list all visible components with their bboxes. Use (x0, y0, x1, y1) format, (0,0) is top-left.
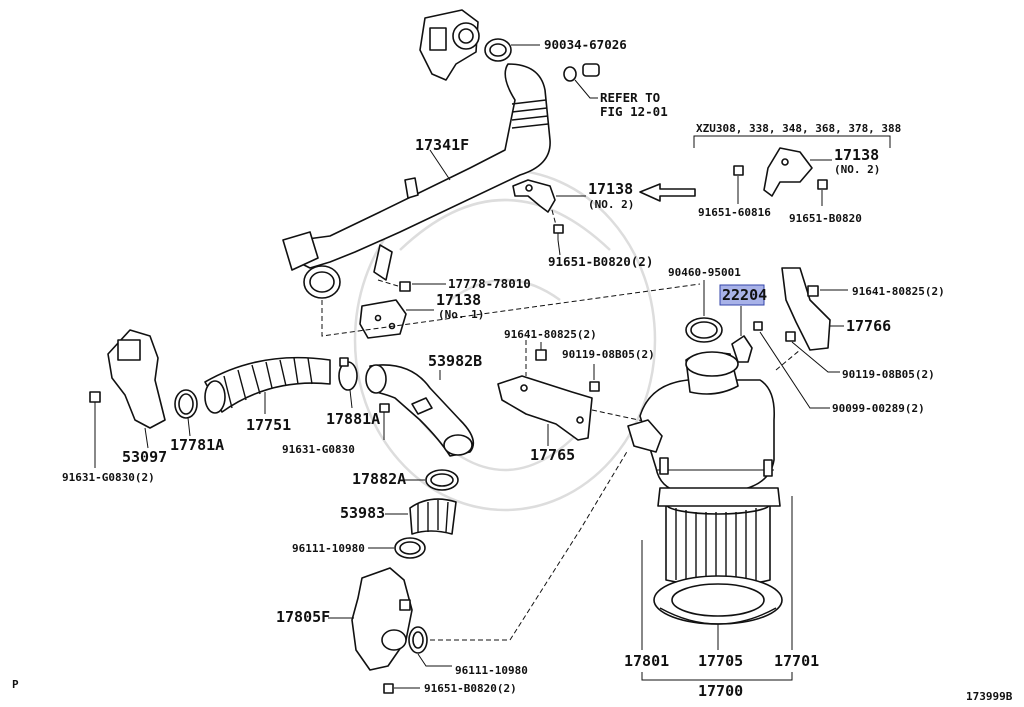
label-91651-b0820-bot: 91651-B0820(2) (424, 682, 517, 695)
label-fig-12-01: FIG 12-01 (600, 104, 668, 119)
label-91631-g0830-mid: 91631-G0830 (282, 443, 355, 456)
label-53982b: 53982B (428, 352, 482, 370)
label-90034-67026: 90034-67026 (544, 37, 627, 52)
duct-outlet-round (303, 265, 341, 299)
bolt-90119-right (785, 331, 796, 342)
label-90119-08b05-right: 90119-08B05(2) (842, 368, 935, 381)
small-hose-fitting (563, 63, 600, 82)
label-91631-g0830-left: 91631-G0830(2) (62, 471, 155, 484)
bolt-91651-b0820-right (817, 179, 828, 190)
label-17701: 17701 (774, 652, 819, 670)
bracket-17138-no2 (512, 179, 556, 213)
label-91651-60816: 91651-60816 (698, 206, 771, 219)
bolt-91631-mid (379, 403, 390, 413)
bolt-91631-left (89, 391, 101, 403)
label-22204[interactable]: 22204 (722, 286, 767, 304)
label-17138-right: 17138 (834, 146, 879, 164)
corner-mark-p: P (12, 678, 19, 691)
intake-pipe-17341f (289, 63, 551, 281)
label-91651-b0820-mid: 91651-B0820(2) (548, 254, 653, 269)
label-90099-00289: 90099-00289(2) (832, 402, 925, 415)
label-17881a: 17881A (326, 410, 380, 428)
cleaner-clips (659, 457, 773, 477)
label-53983: 53983 (340, 504, 385, 522)
label-96111-10980-bot: 96111-10980 (455, 664, 528, 677)
label-17766: 17766 (846, 317, 891, 335)
lower-body-17701 (657, 487, 781, 507)
clamp-17881a (338, 357, 358, 391)
bolt-91651-mid (553, 224, 564, 240)
clamp-96111-top (394, 537, 426, 559)
clamp-17781a (174, 389, 198, 419)
label-17700: 17700 (698, 682, 743, 700)
label-no2-mid: (NO. 2) (588, 198, 634, 211)
clamp-90460 (685, 317, 723, 343)
sensor-22204 (731, 335, 753, 363)
label-17341f: 17341F (415, 136, 469, 154)
label-53097: 53097 (122, 448, 167, 466)
bracket-17138-no1 (359, 299, 407, 339)
variant-bracket-box (693, 135, 891, 148)
screw-90099 (753, 321, 763, 331)
cap-17705 (653, 575, 783, 625)
bracket-17765 (497, 375, 593, 441)
label-90460-95001: 90460-95001 (668, 266, 741, 279)
label-90119-08b05-mid: 90119-08B05(2) (562, 348, 655, 361)
label-17138-mid: 17138 (588, 180, 633, 198)
label-17805f: 17805F (276, 608, 330, 626)
bracket-17138-no2-right (763, 147, 813, 197)
resonator-17805f (351, 567, 413, 671)
hose-53983 (409, 498, 457, 535)
direction-arrow (639, 183, 696, 202)
hose-clamp-90034 (484, 38, 512, 62)
air-cleaner-housing (627, 351, 776, 493)
label-17781a: 17781A (170, 436, 224, 454)
label-17882a: 17882A (352, 470, 406, 488)
label-17801: 17801 (624, 652, 669, 670)
label-no1: (No. 1) (438, 308, 484, 321)
clamp-17882a (425, 469, 459, 491)
label-91641-80825-mid: 91641-80825(2) (504, 328, 597, 341)
label-17765: 17765 (530, 446, 575, 464)
label-refer-to: REFER TO (600, 90, 660, 105)
bellows-hose-17751 (204, 356, 331, 414)
label-17138-no1: 17138 (436, 291, 481, 309)
bolt-91651-60816 (733, 165, 744, 176)
label-96111-10980-top: 96111-10980 (292, 542, 365, 555)
label-17778-78010: 17778-78010 (448, 276, 531, 291)
bolt-91641-right (807, 285, 819, 297)
label-91651-b0820-right: 91651-B0820 (789, 212, 862, 225)
element-17801 (665, 493, 771, 588)
label-91641-80825-right: 91641-80825(2) (852, 285, 945, 298)
bolt-17778 (399, 281, 411, 292)
bolt-91641-mid (535, 349, 547, 361)
bolt-90119-mid (589, 381, 600, 392)
label-17751: 17751 (246, 416, 291, 434)
elbow-53982b (365, 364, 475, 457)
figure-code: 173999B (966, 690, 1013, 703)
bracket-17766 (781, 267, 831, 351)
inlet-duct-53097 (107, 329, 166, 429)
label-17705: 17705 (698, 652, 743, 670)
duct-outlet-square (282, 231, 319, 271)
bolt-91651-bot (383, 683, 394, 694)
label-xzu-models: XZU308, 338, 348, 368, 378, 388 (696, 122, 901, 135)
highlight-22204 (719, 284, 765, 306)
clamp-96111-bot (408, 626, 428, 654)
throttle-body (419, 9, 480, 81)
label-no2-right: (NO. 2) (834, 163, 880, 176)
